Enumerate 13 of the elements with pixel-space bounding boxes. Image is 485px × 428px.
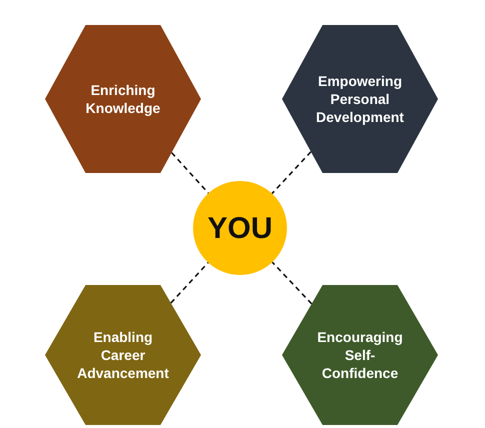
node-label: Enabling Career Advancement	[76, 328, 170, 382]
node-label: YOU	[207, 210, 272, 246]
hexagon-node	[282, 285, 438, 425]
dashed-connector	[271, 151, 312, 194]
node-label: Empowering Personal Development	[315, 72, 405, 126]
dashed-connector	[170, 262, 209, 304]
hexagon-node	[45, 25, 201, 173]
dashed-connector	[272, 262, 312, 304]
dashed-connector	[171, 152, 210, 194]
node-label: Encouraging Self-Confidence	[316, 328, 404, 382]
hexagon-node	[282, 25, 438, 173]
node-label: Enriching Knowledge	[84, 80, 162, 118]
hexagon-node	[45, 285, 201, 425]
